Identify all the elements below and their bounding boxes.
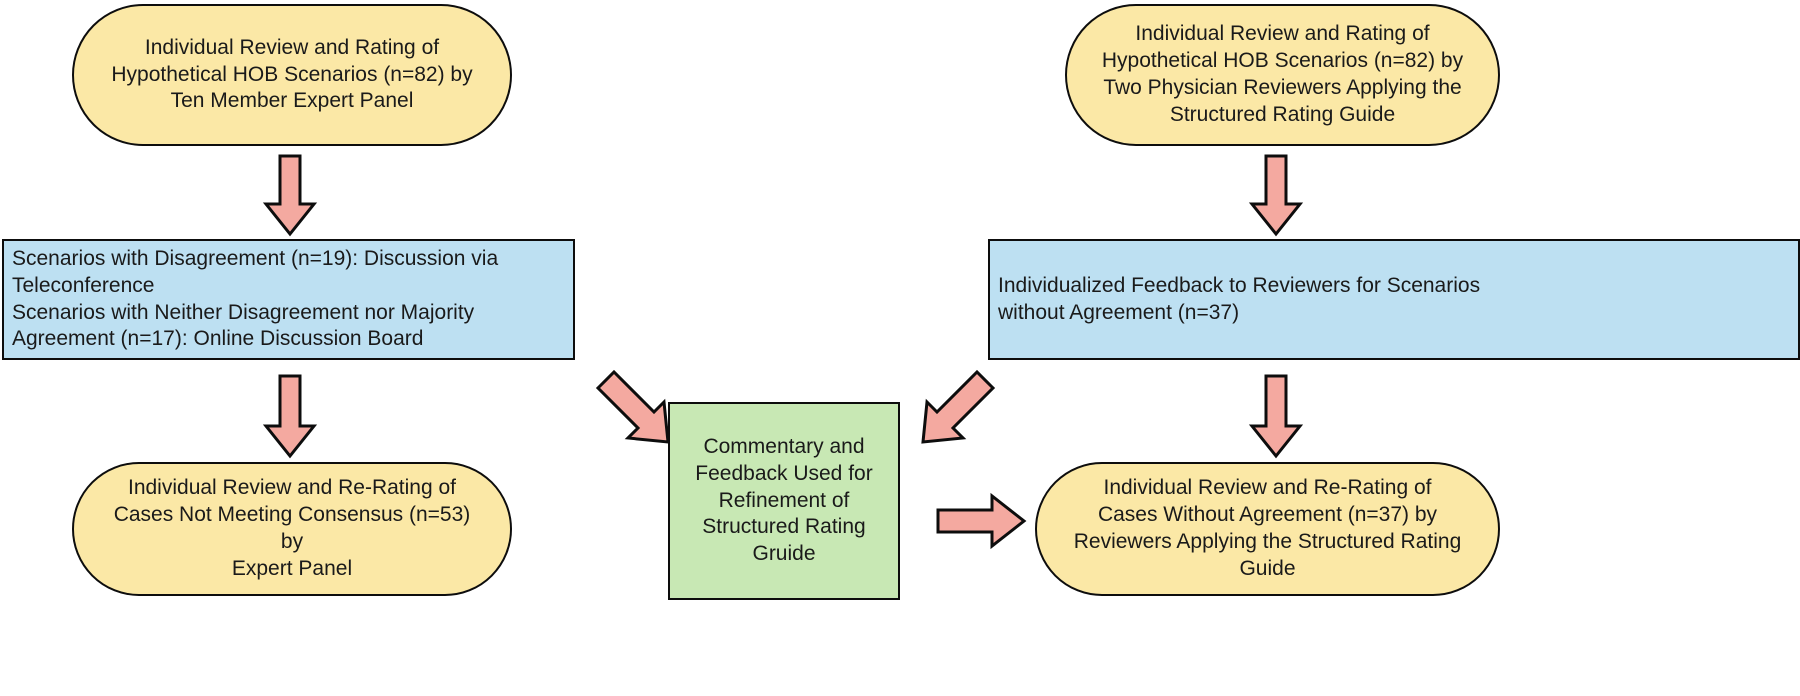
node-physician-reviewers-initial-review-label: Individual Review and Rating of Hypothet… [1101,22,1464,126]
node-expert-panel-rerating-label: Individual Review and Re-Rating of Cases… [113,476,471,580]
node-reviewers-rerating-label: Individual Review and Re-Rating of Cases… [1073,476,1462,580]
node-reviewers-rerating: Individual Review and Re-Rating of Cases… [1035,462,1500,596]
node-individualized-feedback: Individualized Feedback to Reviewers for… [988,239,1800,360]
node-panel-discussion: Scenarios with Disagreement (n=19): Disc… [2,239,575,360]
node-physician-reviewers-initial-review: Individual Review and Rating of Hypothet… [1065,4,1500,146]
node-expert-panel-initial-review-label: Individual Review and Rating of Hypothet… [111,35,473,113]
arrow-physician-reviewers-to-feedback [1248,154,1304,237]
arrow-commentary-to-reviewers-rerating [936,492,1027,550]
arrow-feedback-to-reviewers-rerating [1248,374,1304,459]
node-commentary-feedback: Commentary and Feedback Used for Refinem… [668,402,900,600]
node-expert-panel-initial-review: Individual Review and Rating of Hypothet… [72,4,512,146]
node-commentary-feedback-label: Commentary and Feedback Used for Refinem… [695,434,873,566]
node-expert-panel-rerating: Individual Review and Re-Rating of Cases… [72,462,512,596]
arrow-expert-panel-to-discussion [262,154,318,237]
node-panel-discussion-label: Scenarios with Disagreement (n=19): Disc… [12,246,499,351]
arrow-feedback-to-commentary [905,368,996,458]
arrow-discussion-to-expert-rerating [262,374,318,459]
node-individualized-feedback-label: Individualized Feedback to Reviewers for… [998,273,1481,324]
